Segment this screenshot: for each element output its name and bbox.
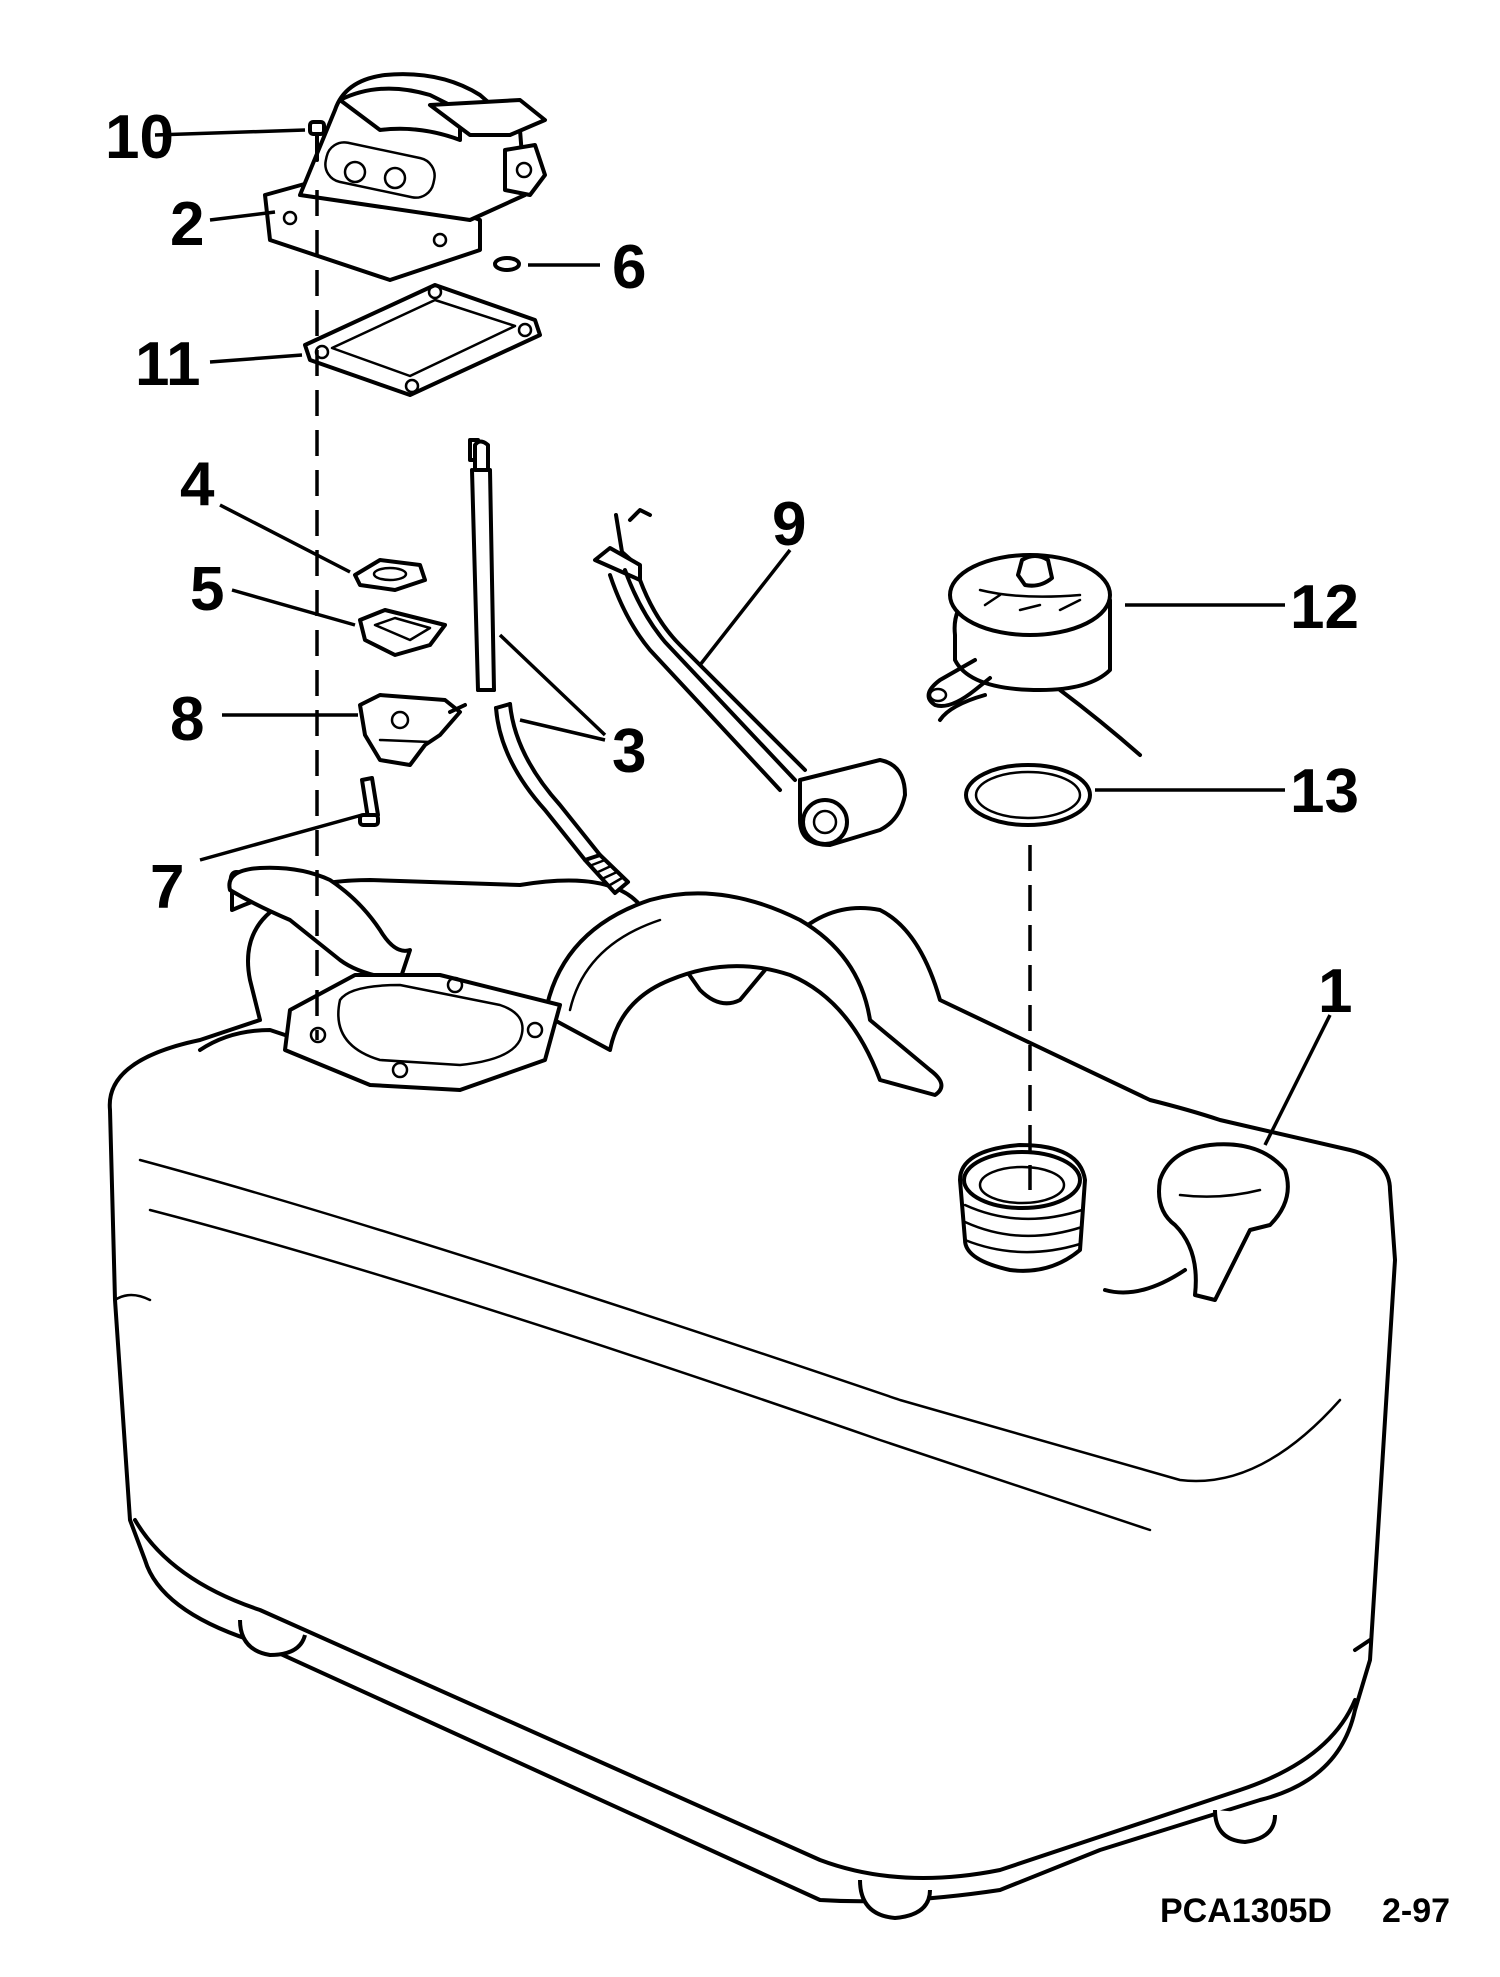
figure-date: 2-97 bbox=[1382, 1892, 1450, 1930]
callout-7: 7 bbox=[150, 853, 184, 922]
callout-1: 1 bbox=[1318, 957, 1352, 1026]
seal-5 bbox=[358, 608, 447, 657]
callout-numbers: 10 2 6 11 4 5 8 7 3 9 12 13 1 bbox=[105, 103, 1359, 1026]
callout-8: 8 bbox=[170, 685, 204, 754]
fitting-assembly bbox=[263, 72, 547, 282]
screw-top bbox=[308, 120, 326, 162]
clamp-8 bbox=[358, 693, 467, 767]
callout-13: 13 bbox=[1290, 757, 1359, 826]
screw-7 bbox=[358, 776, 380, 827]
fuel-gauge-float bbox=[593, 508, 907, 847]
fuel-hose bbox=[468, 438, 630, 895]
filler-o-ring bbox=[964, 763, 1092, 827]
callout-2: 2 bbox=[170, 190, 204, 259]
callout-11: 11 bbox=[135, 330, 201, 399]
callout-12: 12 bbox=[1290, 573, 1359, 642]
leader-lines bbox=[154, 128, 1332, 1146]
fuel-tank bbox=[107, 865, 1397, 1920]
callout-5: 5 bbox=[190, 555, 224, 624]
figure-code: PCA1305D bbox=[1160, 1892, 1332, 1930]
small-o-ring bbox=[493, 256, 521, 272]
callout-6: 6 bbox=[612, 233, 646, 302]
gasket bbox=[303, 283, 542, 397]
callout-10: 10 bbox=[105, 103, 174, 172]
small-gasket-4 bbox=[353, 558, 427, 592]
callout-4: 4 bbox=[180, 450, 215, 519]
callout-9: 9 bbox=[772, 490, 806, 559]
callout-3: 3 bbox=[612, 717, 646, 786]
filler-cap bbox=[926, 553, 1142, 757]
